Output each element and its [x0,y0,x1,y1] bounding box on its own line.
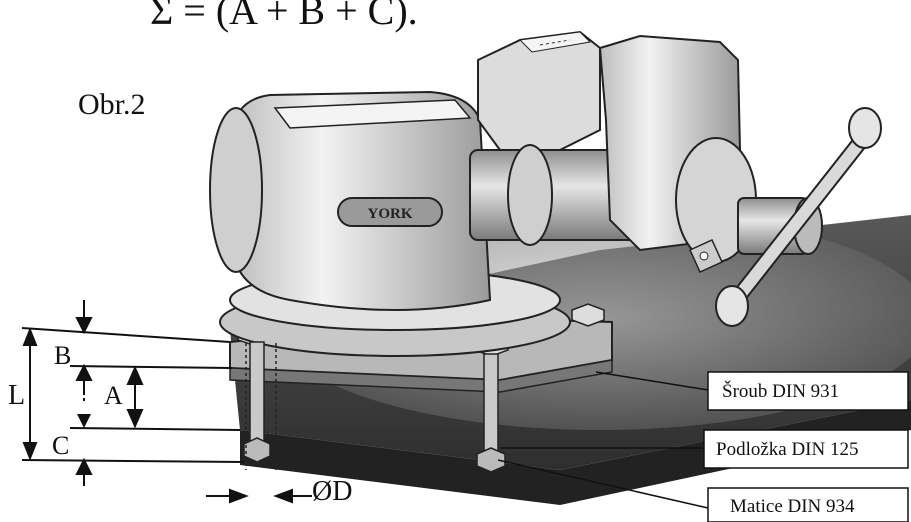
nut-center-icon [476,447,506,473]
vise-movable-jaw [598,34,757,273]
callout-leaders [497,371,709,509]
vise-body: YORK [209,30,601,311]
dimension-A [69,365,241,431]
vise-handle [715,107,882,327]
dim-label-C: C [52,431,69,460]
callout-washer-text: Podložka DIN 125 [716,439,858,460]
figure-label: Obr.2 [78,88,146,121]
bench-front-edge [240,400,911,505]
dim-label-D: ØD [312,476,352,507]
header-formula-fragment: Σ = (A + B + C). [150,0,418,33]
body-top-rib [273,99,472,129]
dim-label-B: B [54,341,71,370]
callout-screw: Šroub DIN 931 [707,371,909,411]
bolt-shank-left [243,341,277,470]
dimension-B [69,300,233,392]
callout-nut: Matice DIN 934 [707,487,909,522]
bolt-head-right-icon [571,303,605,327]
dim-label-L: L [8,380,25,411]
dimension-D [206,488,312,504]
brand-plate [337,197,443,227]
callout-nut-text: Matice DIN 934 [730,496,855,517]
callout-screw-text: Šroub DIN 931 [722,380,839,402]
body-rear-cap [209,107,263,273]
dim-label-A: A [104,381,123,410]
callout-washer: Podložka DIN 125 [703,429,909,469]
brand-plate-text: YORK [368,206,413,222]
nut-left-icon [243,437,271,463]
jaw-plate [518,31,592,53]
dimension-L [21,327,245,463]
handle-knob-bottom-icon [715,285,749,327]
bolt-shank-center [476,353,506,473]
handle-knob-top-icon [848,107,882,149]
dimension-C [75,457,93,486]
